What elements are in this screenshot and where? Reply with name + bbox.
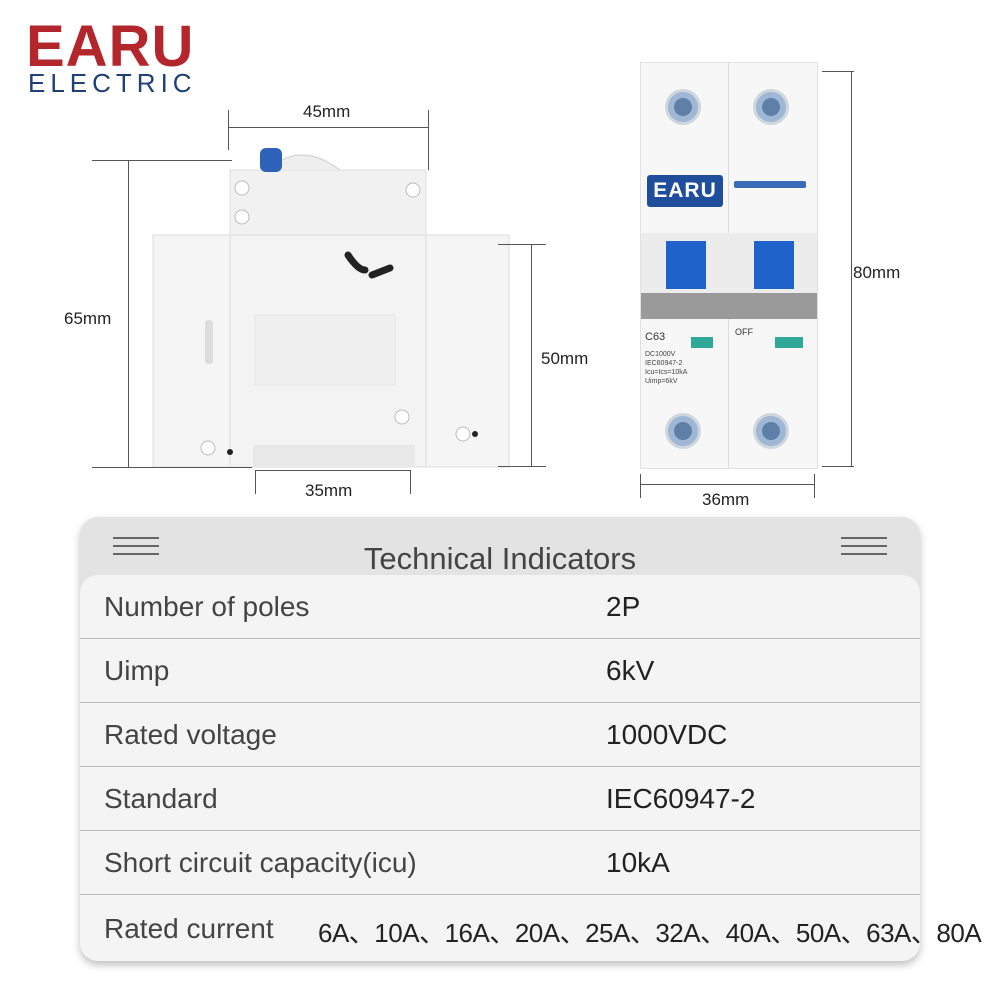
dim-rail-width: 35mm xyxy=(305,481,353,500)
spec-table: Number of poles 2P Uimp 6kV Rated voltag… xyxy=(80,575,982,961)
row-value: 6A、10A、16A、20A、25A、32A、40A、50A、63A、80A xyxy=(318,918,982,948)
table-row: Uimp 6kV xyxy=(80,639,920,703)
terminal-screw-icon xyxy=(753,413,789,449)
device-voltage: DC1000V xyxy=(645,351,676,358)
menu-lines-icon xyxy=(841,537,887,561)
status-indicator xyxy=(775,337,803,348)
device-off-label: OFF xyxy=(735,327,753,337)
technical-indicators-panel: Technical Indicators Number of poles 2P … xyxy=(80,517,982,961)
row-label: Rated voltage xyxy=(104,719,277,750)
device-blue-strip xyxy=(734,181,806,188)
dim-front-width: 36mm xyxy=(702,490,750,509)
brand-tagline: ELECTRIC xyxy=(28,68,197,98)
dim-width-top: 45mm xyxy=(303,102,351,121)
terminal-screw-icon xyxy=(665,89,701,125)
row-label: Uimp xyxy=(104,655,170,686)
row-value: 2P xyxy=(606,591,641,622)
row-label: Short circuit capacity(icu) xyxy=(104,847,417,878)
toggle-lever[interactable] xyxy=(754,241,794,289)
row-value: 6kV xyxy=(606,655,655,686)
dim-height-mid: 50mm xyxy=(541,349,589,368)
side-view-svg xyxy=(152,148,510,468)
front-view-breaker: EARU C63 OFF DC1000V IEC60947-2 Icu=Ics=… xyxy=(640,62,818,469)
device-brand-label: EARU xyxy=(647,175,723,207)
menu-lines-icon xyxy=(113,537,159,561)
table-row: Short circuit capacity(icu) 10kA xyxy=(80,831,920,895)
side-view-diagram xyxy=(150,140,510,470)
device-uimp: Uimp=6kV xyxy=(645,378,678,385)
row-value: IEC60947-2 xyxy=(606,783,756,814)
table-row: Rated voltage 1000VDC xyxy=(80,703,920,767)
toggle-lever[interactable] xyxy=(666,241,706,289)
terminal-screw-icon xyxy=(753,89,789,125)
terminal-screw-icon xyxy=(665,413,701,449)
device-standard: IEC60947-2 xyxy=(645,360,683,367)
panel-title: Technical Indicators xyxy=(363,541,637,576)
dim-height-left: 65mm xyxy=(64,309,112,328)
table-row: Rated current 6A、10A、16A、20A、25A、32A、40A… xyxy=(80,897,982,961)
brand-logo: EARU xyxy=(26,14,195,79)
table-row: Standard IEC60947-2 xyxy=(80,767,920,831)
status-indicator xyxy=(691,337,713,348)
row-label: Standard xyxy=(104,783,218,814)
row-label: Rated current xyxy=(104,913,274,944)
device-model: C63 xyxy=(645,331,666,343)
row-label: Number of poles xyxy=(104,591,310,622)
row-value: 10kA xyxy=(606,847,670,878)
row-value: 1000VDC xyxy=(606,719,728,750)
table-row: Number of poles 2P xyxy=(80,575,920,639)
dim-front-height: 80mm xyxy=(853,263,901,282)
device-capacity: Icu=Ics=10kA xyxy=(645,369,688,376)
